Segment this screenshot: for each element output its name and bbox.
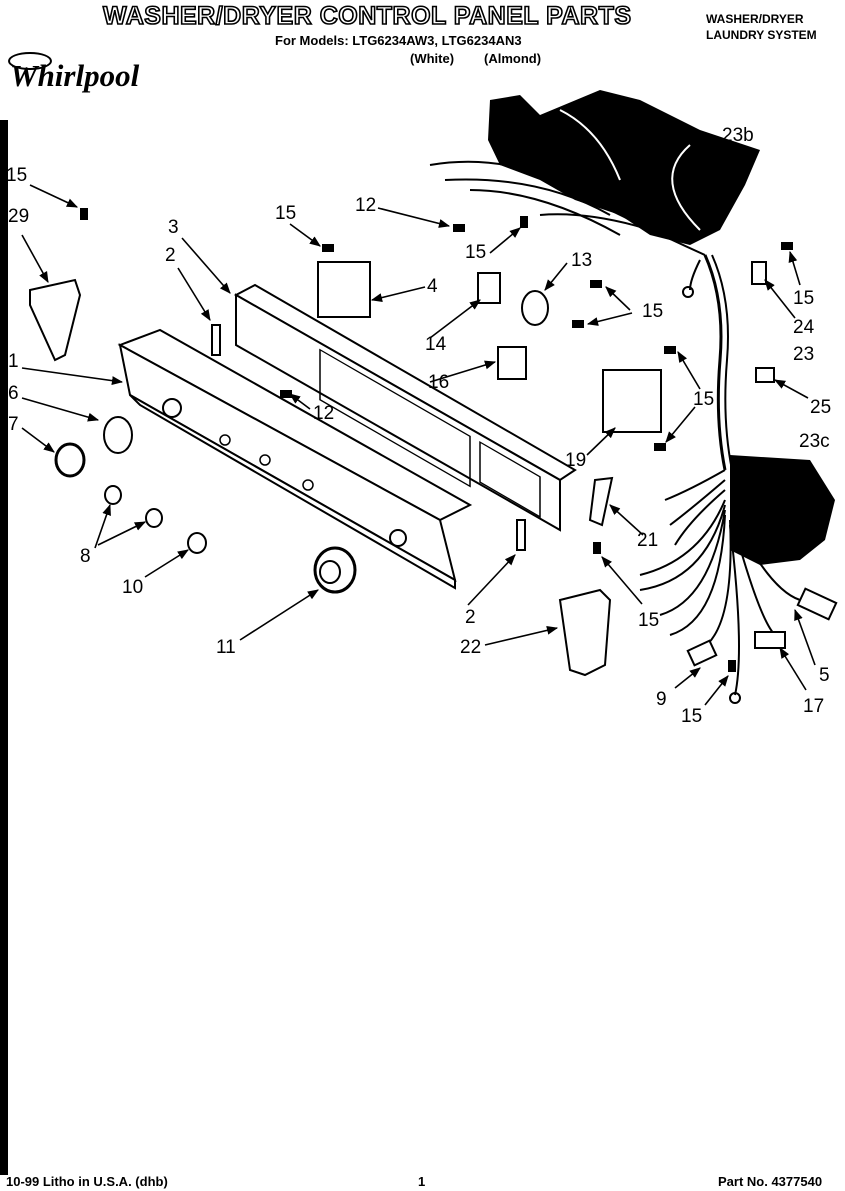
button-10 [187,532,207,554]
button-8b [145,508,163,528]
wire-harness-top [429,90,760,256]
footer-page-number: 1 [418,1174,426,1189]
panel-bracket [233,283,577,532]
callout-15-panel: 15 [275,203,297,224]
callout-23b: 23b [722,125,754,146]
callout-8: 8 [80,546,91,567]
callout-23c: 23c [799,431,830,452]
system-line-1: WASHER/DRYER [706,12,804,26]
model-numbers: For Models: LTG6234AW3, LTG6234AN3 [275,33,522,48]
callout-15-top-left: 15 [6,165,28,186]
leader-arrows [21,145,816,706]
callout-15-clip: 15 [793,288,815,309]
knob-skirt [103,416,133,454]
callout-10: 10 [122,577,144,598]
button-8a [104,485,122,505]
timer-19 [602,369,662,433]
callout-6: 6 [8,383,19,404]
wire-harness-main-trunk [682,254,733,471]
callout-23: 23 [793,344,815,365]
end-cap-left [29,278,82,362]
lever-21 [588,476,614,527]
switch-16 [497,346,527,380]
callout-1: 1 [8,351,19,372]
callout-15-bottom: 15 [681,706,703,727]
screws [80,208,793,672]
brand-logo: Whirlpool [10,58,140,93]
spacer-2b [516,519,526,551]
switch-4 [317,261,371,318]
callout-24: 24 [793,317,815,338]
brand-logo-mark [8,52,52,70]
callout-15-timer: 15 [693,389,715,410]
callout-4: 4 [427,276,438,297]
wire-harness-lower [639,455,838,704]
left-border-bar [0,120,8,1175]
callout-7: 7 [8,414,19,435]
knob-small [54,442,86,478]
color-almond-label: (Almond) [484,51,542,66]
callout-25: 25 [810,397,832,418]
callout-15-mid: 15 [465,242,487,263]
callout-14: 14 [425,334,447,355]
end-cap-right [558,588,612,677]
callout-16: 16 [428,372,450,393]
system-line-2: LAUNDRY SYSTEM [706,28,817,42]
switch-13 [521,290,549,326]
callout-19: 19 [565,450,587,471]
callout-9: 9 [656,689,667,710]
color-white-label: (White) [410,51,455,66]
callout-5: 5 [819,665,830,686]
page-title: WASHER/DRYER CONTROL PANEL PARTS [102,1,632,31]
spacer-2a [211,324,221,356]
callout-15-right: 15 [642,301,664,322]
clip-24 [751,261,767,285]
switch-14 [477,272,501,304]
footer-part-number: Part No. 4377540 [718,1174,823,1189]
clip-25 [755,367,775,383]
callout-12-top: 12 [355,195,377,216]
callout-12-bottom: 12 [313,403,335,424]
callout-3: 3 [168,217,179,238]
callout-21: 21 [637,530,659,551]
callout-11: 11 [216,637,236,658]
callout-2-right: 2 [465,607,476,628]
callout-17: 17 [803,696,825,717]
control-panel-housing [117,328,473,590]
callout-29: 29 [8,206,30,227]
callout-2-left: 2 [165,245,176,266]
footer-litho: 10-99 Litho in U.S.A. (dhb) [6,1174,168,1189]
callout-15-lower: 15 [638,610,660,631]
callout-13: 13 [571,250,593,271]
callout-22: 22 [460,637,482,658]
